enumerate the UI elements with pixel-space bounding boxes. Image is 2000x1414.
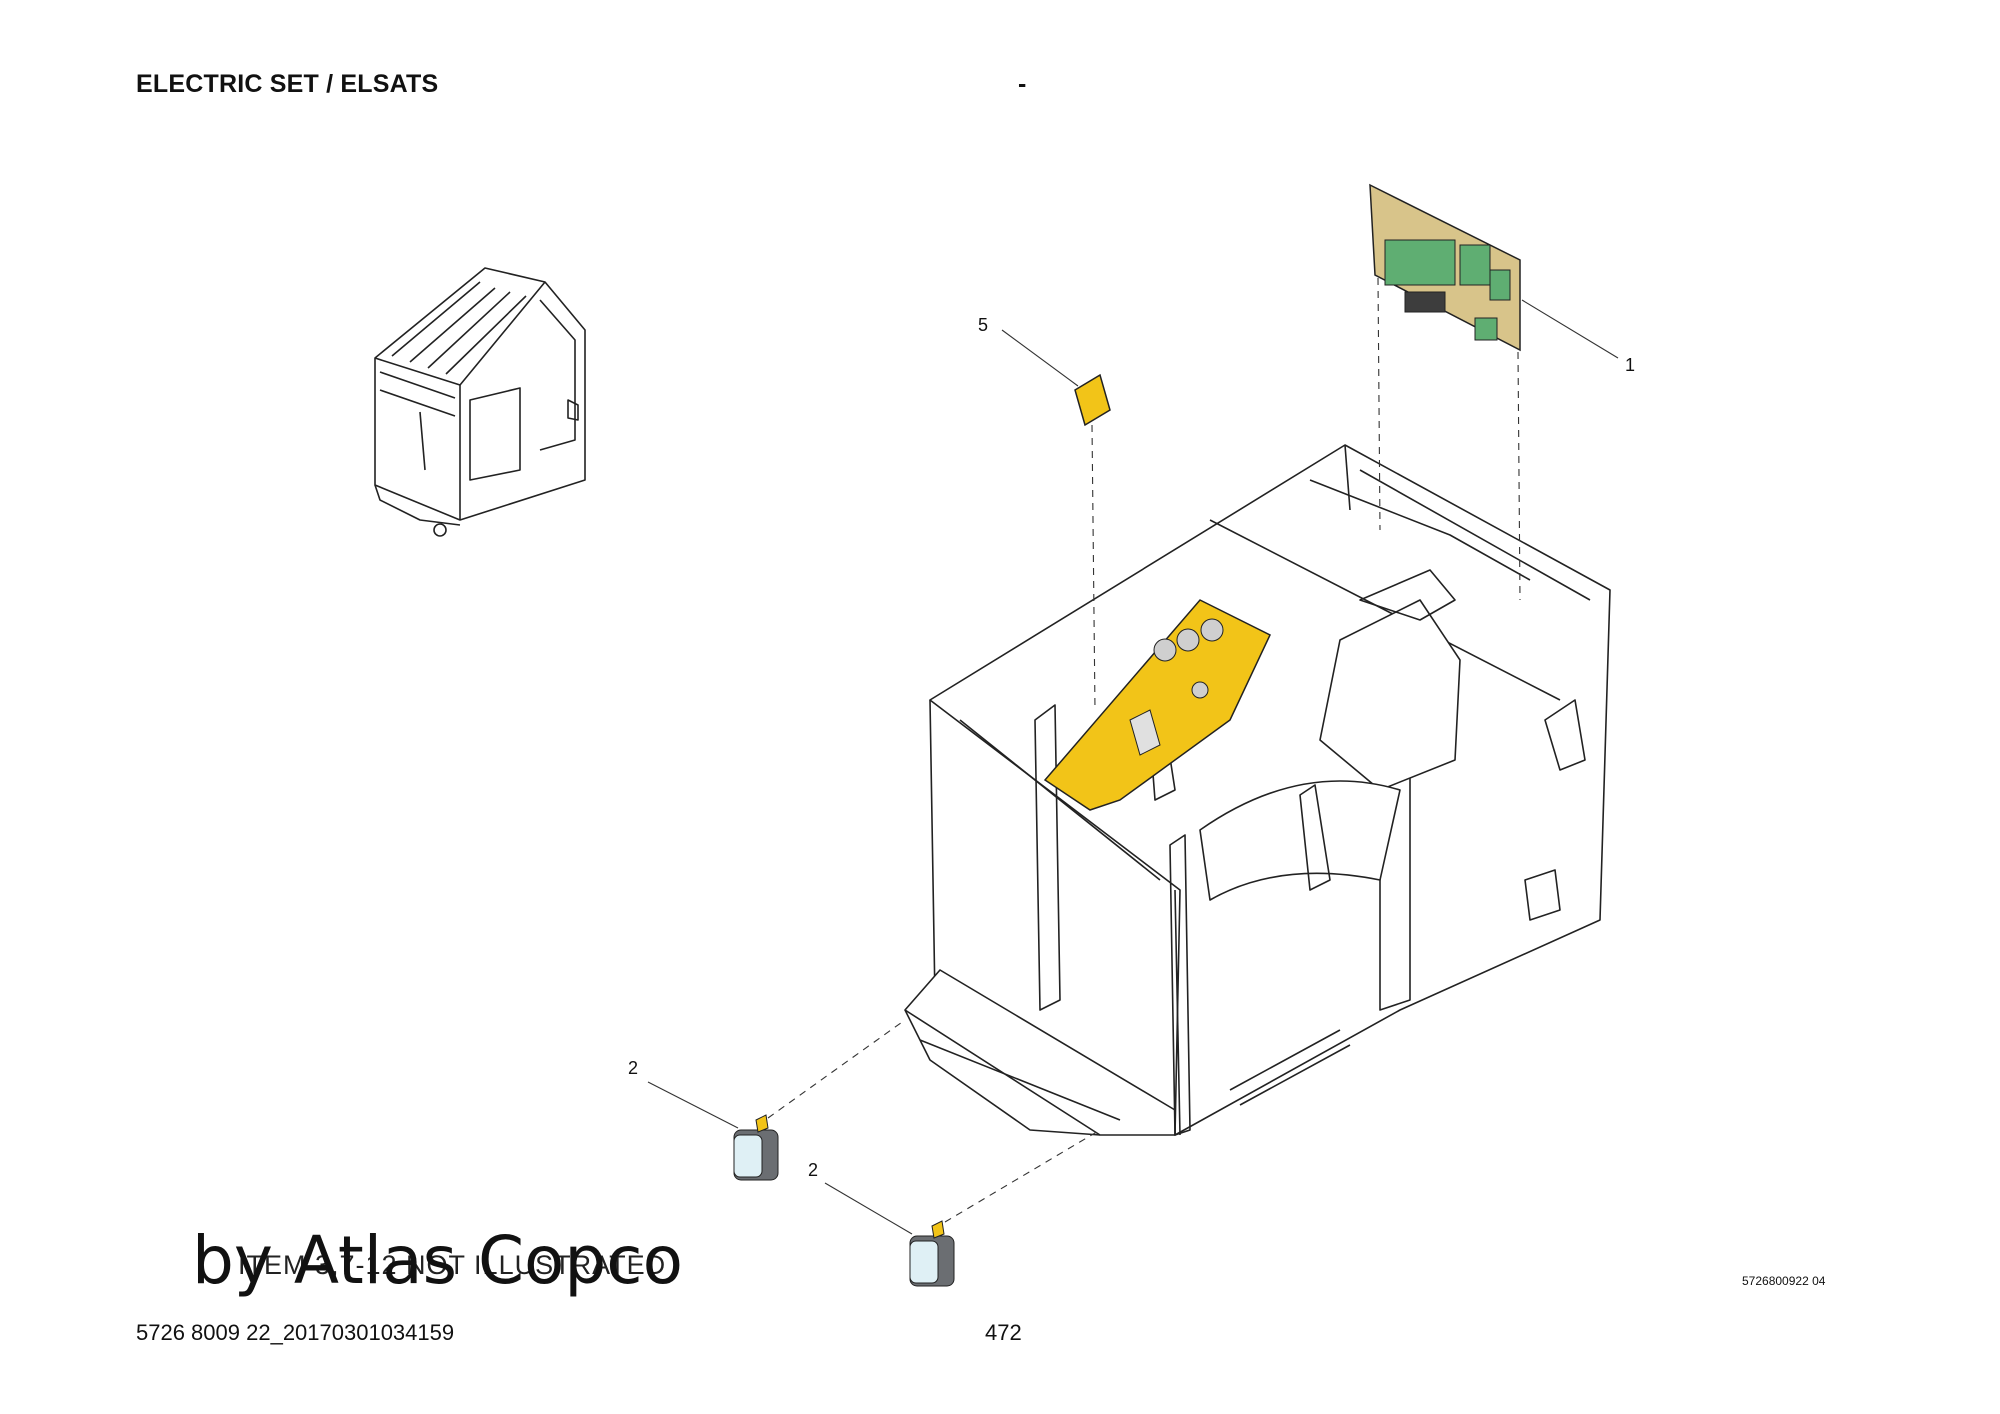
page-title: ELECTRIC SET / ELSATS bbox=[136, 70, 439, 98]
main-cab-illustration bbox=[904, 444, 1611, 1136]
overview-cab-illustration bbox=[374, 267, 586, 537]
cover-plate-part bbox=[1074, 373, 1111, 427]
callout-1: 1 bbox=[1625, 355, 1636, 375]
header-separator: - bbox=[1018, 70, 1027, 98]
watermark-text: by Atlas Copco bbox=[192, 1222, 683, 1299]
figure-code: 5726800922 04 bbox=[1742, 1274, 1826, 1288]
page-number: 472 bbox=[985, 1320, 1022, 1345]
not-illustrated-note: ITEM 3,7-12 NOT ILLUSTRATED bbox=[238, 1250, 667, 1280]
callout-2-lower: 2 bbox=[808, 1160, 819, 1180]
footer-document-id: 5726 8009 22_20170301034159 bbox=[136, 1320, 455, 1345]
work-lamp-part-upper bbox=[733, 1114, 779, 1181]
electronic-board-part bbox=[1369, 183, 1521, 352]
control-panel-highlight bbox=[1043, 599, 1271, 811]
callout-2-upper: 2 bbox=[628, 1058, 639, 1078]
work-lamp-part-lower bbox=[909, 1220, 955, 1287]
callout-5: 5 bbox=[978, 315, 989, 335]
